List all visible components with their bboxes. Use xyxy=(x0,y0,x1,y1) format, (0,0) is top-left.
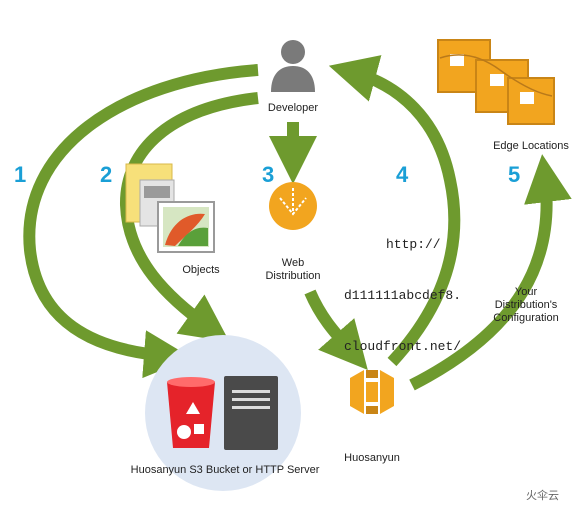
flow-arrow-3b xyxy=(304,289,368,371)
bucket-server-label: Huosanyun S3 Bucket or HTTP Server xyxy=(130,464,320,476)
web-distribution-line-1: Web xyxy=(281,257,305,269)
distribution-configuration-label: Your Distribution's Configuration xyxy=(472,286,580,325)
developer-label: Developer xyxy=(267,102,319,114)
edge-locations-icon xyxy=(437,39,555,125)
flow-arrow-1 xyxy=(23,64,259,379)
step-number-5: 5 xyxy=(508,162,521,187)
http-server-icon xyxy=(224,376,278,450)
url-line-2: d111111abcdef8. xyxy=(344,288,462,303)
watermark: 火伞云 xyxy=(526,490,559,502)
objects-icon xyxy=(125,163,215,253)
web-distribution-line-2: Distribution xyxy=(265,270,321,282)
flow-arrow-4 xyxy=(328,55,461,367)
edge-locations-label: Edge Locations xyxy=(493,140,569,152)
huosanyun-label: Huosanyun xyxy=(344,452,400,464)
step-number-2: 2 xyxy=(100,162,113,187)
s3-bucket-icon xyxy=(167,377,215,448)
developer-icon xyxy=(271,40,315,92)
config-line-3: Configuration xyxy=(493,312,559,324)
config-line-2: Distribution's xyxy=(494,299,558,311)
web-distribution-icon xyxy=(269,182,317,230)
bucket-server-circle xyxy=(145,335,301,491)
objects-label: Objects xyxy=(182,264,220,276)
web-distribution-label: Web Distribution xyxy=(253,257,333,283)
url-line-3: cloudfront.net/ xyxy=(344,339,462,354)
step-number-4: 4 xyxy=(396,162,409,187)
flow-arrow-5 xyxy=(409,154,572,391)
url-line-1: http:// xyxy=(386,237,441,252)
distribution-url: http:// d111111abcdef8. cloudfront.net/ xyxy=(344,202,461,389)
step-number-3: 3 xyxy=(262,162,275,187)
huosanyun-logo-icon xyxy=(350,370,394,414)
step-number-1: 1 xyxy=(14,162,27,187)
config-line-1: Your xyxy=(514,286,538,298)
